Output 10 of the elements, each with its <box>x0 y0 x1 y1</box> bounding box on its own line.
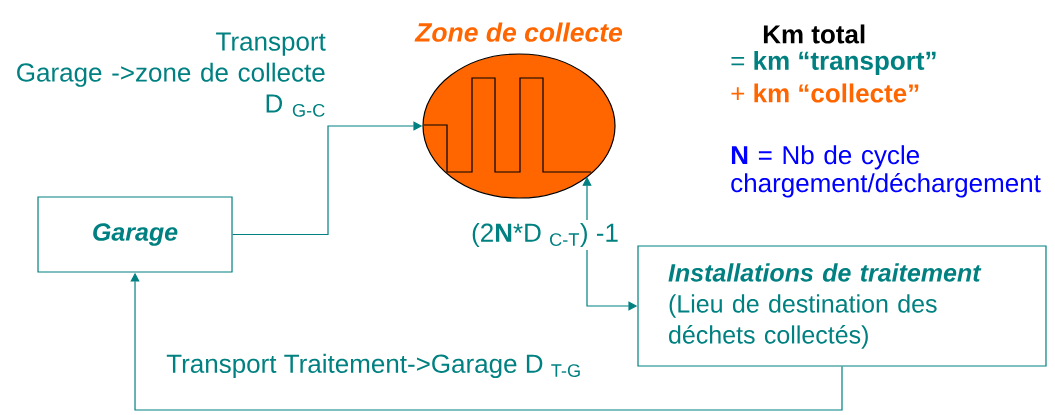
formula-line: + km “collecte” <box>731 83 919 103</box>
formula-line: = km “transport” <box>731 50 936 76</box>
facility-box: Installations de traitement (Lieu de destination des déchets collectés) <box>637 245 1047 367</box>
garage-box: Garage <box>37 196 233 273</box>
note-text: N = Nb de cycle chargement/déchargement <box>731 145 1041 198</box>
node-label: Zone de collecte <box>414 22 623 42</box>
edge-label: (2N*D $_{C-T}$) -1 <box>468 219 622 251</box>
edge-label: Transport Traitement->Garage D $_{T-G}$ <box>163 350 585 382</box>
edge-label: Transport Garage ->zone de collecte D $_{G-C}$ <box>17 32 326 117</box>
total-heading: Km total <box>763 24 865 44</box>
